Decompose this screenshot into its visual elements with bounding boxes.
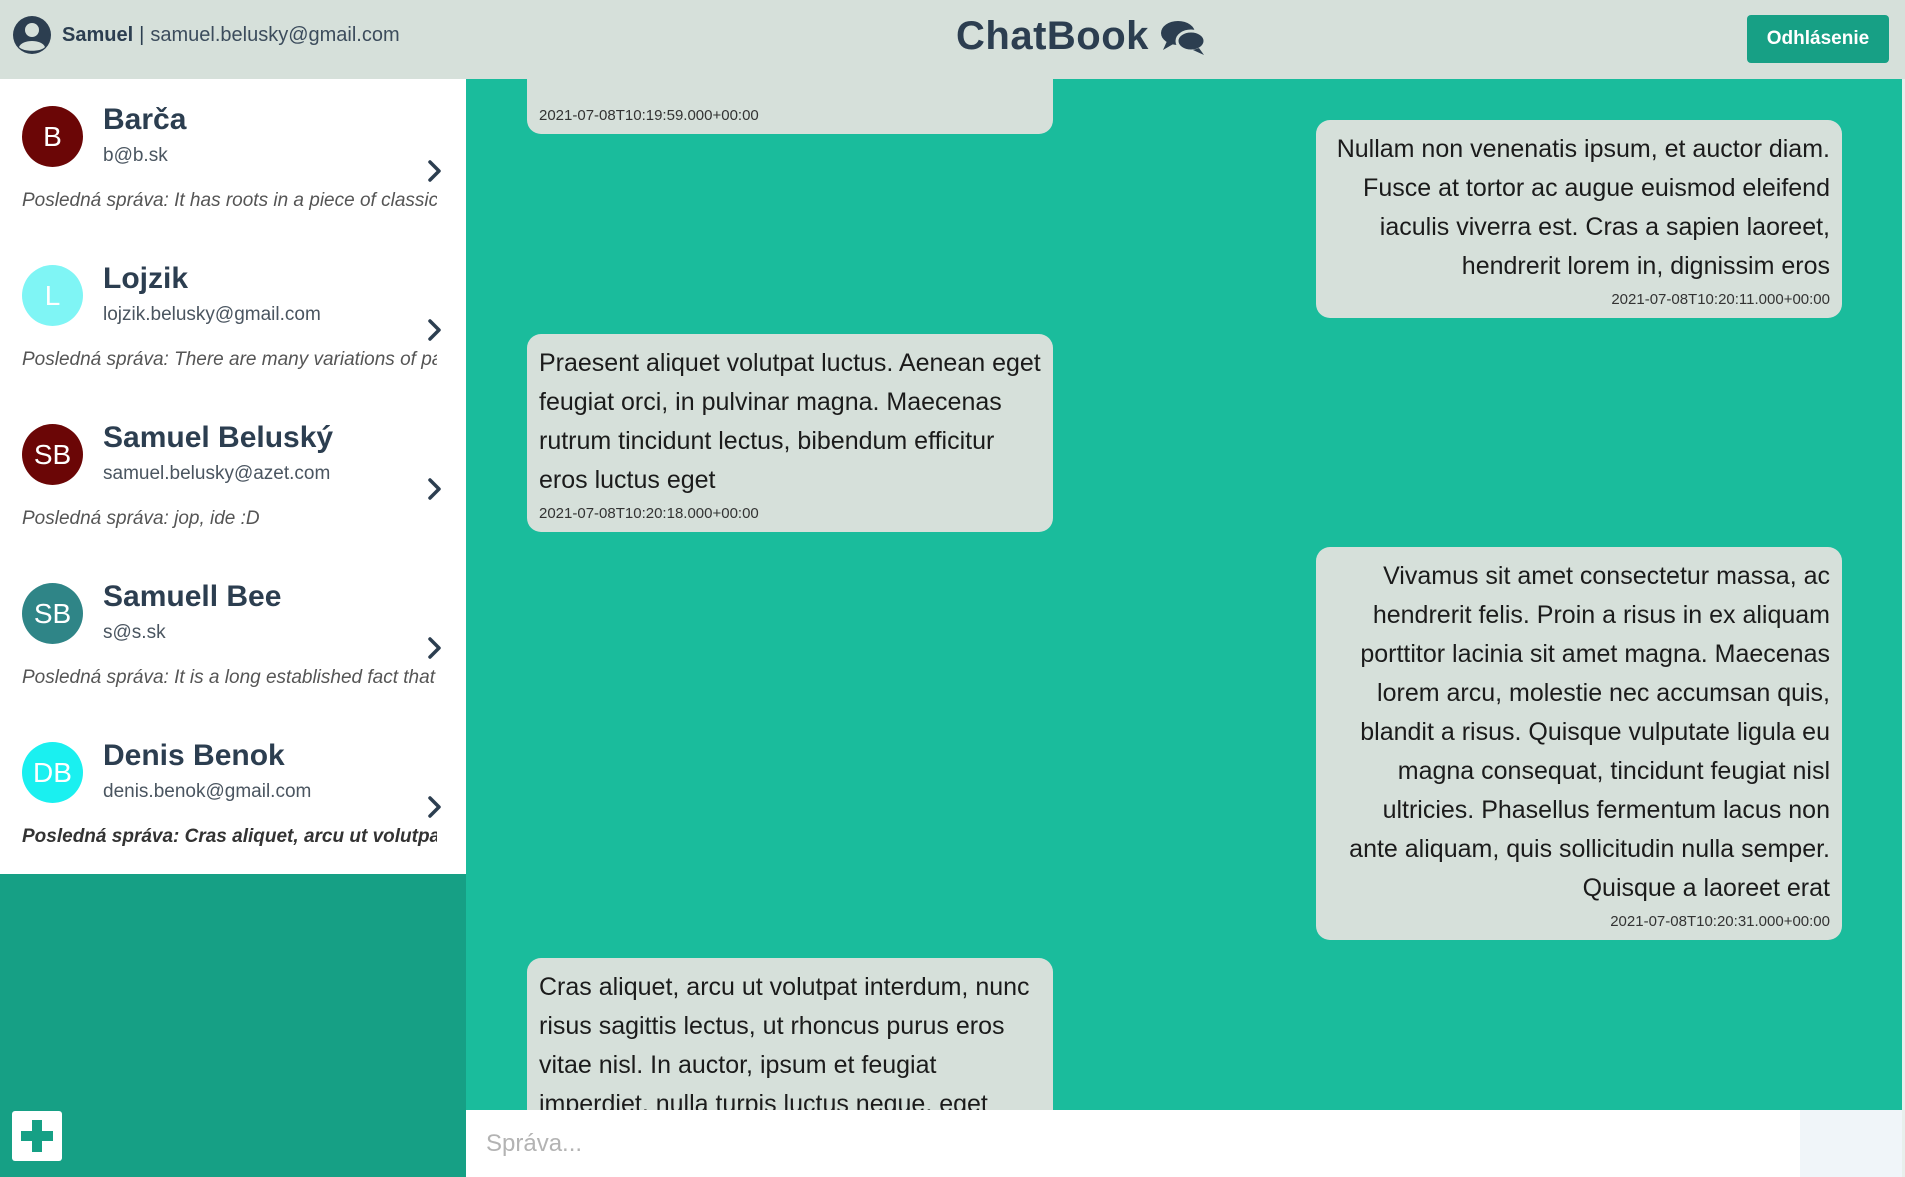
composer: [466, 1110, 1902, 1177]
contact-email: samuel.belusky@azet.com: [103, 463, 331, 484]
message-text: Nullam non venenatis ipsum, et auctor di…: [1336, 135, 1830, 280]
message-timestamp: 2021-07-08T10:20:11.000+00:00: [1611, 291, 1830, 308]
message-text: Cras aliquet, arcu ut volutpat interdum,…: [539, 973, 1030, 1110]
contact-name: Lojzik: [103, 262, 189, 295]
contact-email: s@s.sk: [103, 622, 166, 643]
message-bubble: Nullam non venenatis ipsum, et auctor di…: [1316, 120, 1842, 318]
current-user-name: Samuel: [62, 23, 134, 46]
avatar: SB: [22, 424, 83, 485]
current-user: Samuel | samuel.belusky@gmail.com: [12, 15, 400, 55]
contact-email: denis.benok@gmail.com: [103, 781, 312, 802]
avatar: B: [22, 106, 83, 167]
contact-name: Samuel Beluský: [103, 421, 334, 454]
message-bubble: 2021-07-08T10:19:59.000+00:00: [527, 79, 1053, 134]
user-circle-icon: [13, 16, 51, 54]
avatar: DB: [22, 742, 83, 803]
logout-button[interactable]: Odhlásenie: [1747, 15, 1889, 63]
chevron-right-icon[interactable]: [426, 159, 444, 183]
contact-last-message: Posledná správa: It has roots in a piece…: [22, 190, 437, 211]
send-button[interactable]: [1800, 1110, 1902, 1177]
brand: ChatBook: [956, 14, 1207, 59]
contact-last-message: Posledná správa: jop, ide :D: [22, 508, 260, 529]
message-text: Praesent aliquet volutpat luctus. Aenean…: [539, 349, 1041, 494]
message-bubble: Vivamus sit amet consectetur massa, ac h…: [1316, 547, 1842, 940]
message-input[interactable]: [466, 1110, 1800, 1177]
chevron-right-icon[interactable]: [426, 795, 444, 819]
contact-name: Samuell Bee: [103, 580, 282, 613]
comments-icon: [1160, 20, 1207, 55]
add-contact-button[interactable]: [12, 1111, 62, 1161]
message-timestamp: 2021-07-08T10:19:59.000+00:00: [539, 107, 759, 124]
plus-icon: [21, 1120, 53, 1152]
contact-last-message: Posledná správa: There are many variatio…: [22, 349, 437, 370]
top-header: Samuel | samuel.belusky@gmail.com ChatBo…: [0, 0, 1905, 79]
chevron-right-icon[interactable]: [426, 636, 444, 660]
message-bubble: Cras aliquet, arcu ut volutpat interdum,…: [527, 958, 1053, 1110]
user-separator: |: [139, 23, 145, 46]
contact-name: Barča: [103, 103, 187, 136]
avatar: L: [22, 265, 83, 326]
chevron-right-icon[interactable]: [426, 477, 444, 501]
contact-email: lojzik.belusky@gmail.com: [103, 304, 321, 325]
message-text: Vivamus sit amet consectetur massa, ac h…: [1349, 562, 1830, 902]
contact-email: b@b.sk: [103, 145, 168, 166]
contact-name: Denis Benok: [103, 739, 285, 772]
message-timestamp: 2021-07-08T10:20:18.000+00:00: [539, 505, 759, 522]
brand-title: ChatBook: [956, 14, 1149, 58]
message-timestamp: 2021-07-08T10:20:31.000+00:00: [1610, 913, 1830, 930]
contact-last-message: Posledná správa: It is a long establishe…: [22, 667, 435, 688]
scrollbar[interactable]: [1902, 79, 1905, 1177]
avatar: SB: [22, 583, 83, 644]
current-user-email: samuel.belusky@gmail.com: [150, 23, 400, 46]
contact-last-message: Posledná správa: Cras aliquet, arcu ut v…: [22, 826, 437, 847]
chevron-right-icon[interactable]: [426, 318, 444, 342]
message-bubble: Praesent aliquet volutpat luctus. Aenean…: [527, 334, 1053, 532]
